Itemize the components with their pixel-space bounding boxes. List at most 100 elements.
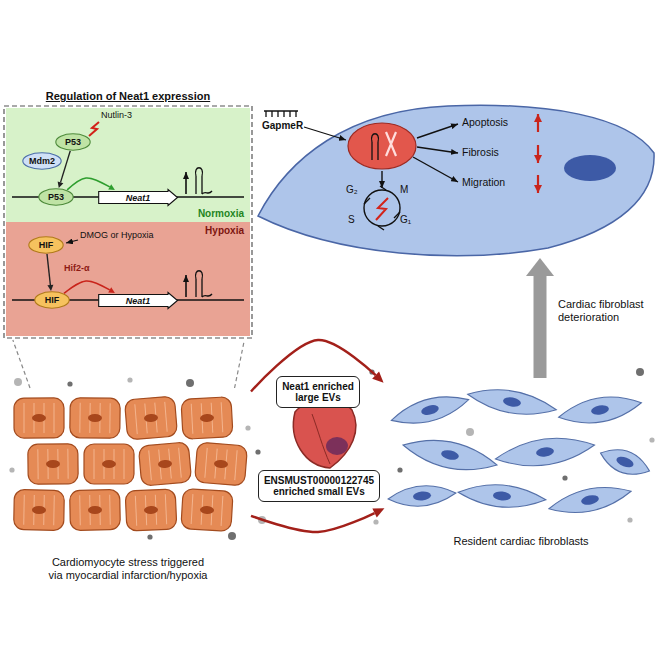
vesicle-dot [186,379,194,387]
coronary-vessel [312,414,330,464]
node-text: ENSMUST00000122745 enriched small EVs [262,475,376,498]
fibroblast [494,432,597,472]
effect-arrow [417,124,458,138]
cell-membrane [258,105,654,255]
cardiomyocyte [181,489,233,532]
connector [251,513,375,532]
vesicle-dot [245,425,250,430]
fibroblast-nucleus [580,494,599,507]
gapmer-arrow [304,127,346,140]
sarcomere-stripe [53,403,54,433]
protein-ellipse: HIF [28,236,64,254]
vesicle-dot [636,368,644,376]
fibroblast-nucleus [440,449,459,462]
cardiomyocyte [84,444,134,484]
sarcomere-stripe [109,403,110,433]
ellipse-outline [29,237,63,253]
connector [534,276,547,378]
vesicle-dot [627,517,632,522]
hypoxia-ground [6,222,250,336]
cardiomyocyte-body [70,490,121,531]
fibroblast-cluster [387,383,653,519]
fibroblast-body [387,483,456,509]
ev-box: Neat1 enriched large EVs [276,376,360,408]
sarcomere-stripe [23,495,25,525]
cardiomyocyte-body [181,489,233,532]
up-arrow [185,275,187,297]
sarcomere-stripe [235,450,237,480]
cardiomyocyte-nucleus [158,459,173,468]
node-text: G₁ [400,214,411,225]
node-text: S [348,214,355,225]
decrease-arrow [537,145,539,163]
ellipse-outline [23,153,61,169]
vesicle-dot [397,467,402,472]
cardiomyocyte [194,442,247,486]
normoxia-band: NormoxiaP53Mdm2P53Neat1 [6,108,250,222]
sarcomere-stripe [179,448,182,478]
cardiomyocyte [28,444,78,485]
annotation-label: Nutlin-3 [101,110,132,120]
fibroblast-body [494,432,597,472]
rna-hairpin [196,168,212,194]
cardiomyocyte-body [181,397,233,440]
up-arrow [185,172,187,194]
cardiomyocyte-body [14,398,64,438]
regulation-panel: Regulation of Neat1 expressionNormoxiaP5… [4,88,252,340]
connector [47,254,50,285]
protein-ellipse: HIF [34,291,70,309]
fibroblast [400,432,499,477]
effect-arrow [417,147,458,153]
vesicle-dot [14,378,22,386]
node-text: Migration [462,176,505,188]
nucleus [348,123,416,169]
cardiomyocyte [181,397,233,440]
knockdown-cross [386,132,396,156]
ellipse-outline [35,292,69,308]
node-text: Regulation of Neat1 expression [4,90,252,102]
connector [67,178,110,190]
sarcomere-stripe [79,403,80,433]
vesicle-dot [228,532,236,540]
gapmer-symbol [264,111,298,117]
decrease-arrow [537,175,539,193]
node-text: Apoptosis [462,116,508,128]
vesicle-dot [9,467,14,472]
effect-arrow [413,157,458,182]
node-text: Fibrosis [462,146,499,158]
cell-interior [264,111,616,230]
fibroblast-nucleus [615,455,635,470]
fibroblast-body [457,481,547,511]
dashed-panel-border [4,106,252,338]
node-text: HIF [39,240,54,250]
connector [235,340,245,388]
gene-arrow: Neat1 [98,189,178,206]
fibroblast-body [466,383,558,420]
increase-arrow [537,114,539,132]
cardiomyocyte [138,442,191,486]
vesicle-dot [649,437,654,442]
cardiomyocyte-nucleus [200,414,214,423]
sarcomere-stripe [165,494,166,524]
cardiomyocyte-body [124,396,177,440]
node-text: Neat1 enriched large EVs [280,381,356,404]
node-text: Hypoxia [205,225,244,236]
protein-ellipse: P53 [38,188,74,206]
cardiomyocyte-body [14,490,65,531]
sarcomere-stripe [191,494,193,524]
sarcomere-stripe [79,495,81,525]
sarcomere-stripe [23,403,24,433]
arrest-bolt [376,198,388,220]
node-text: P53 [48,192,64,202]
node-text: G₂ [346,184,358,195]
vesicle-dot [466,428,474,436]
node-text: Resident cardiac fibroblasts [446,535,596,548]
vesicle-dot [255,449,260,454]
sarcomere-stripe [37,449,38,479]
cardiomyocyte-nucleus [144,506,158,515]
sarcomere-stripe [123,449,124,479]
vesicle-dots [9,368,654,540]
stimulus-arrow [66,240,78,243]
neat1-hairpin [372,134,379,160]
